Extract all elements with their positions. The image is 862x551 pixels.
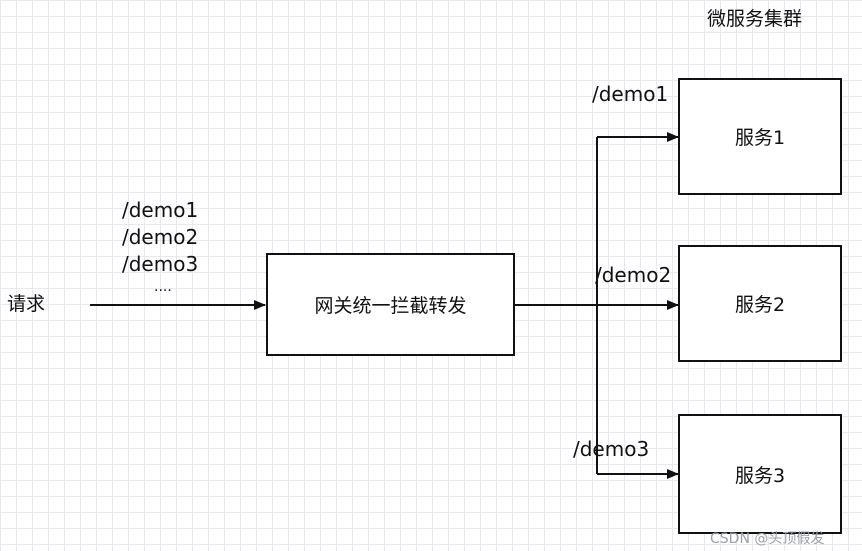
gateway-label: 网关统一拦截转发 — [314, 295, 467, 317]
incoming-route: /demo2 — [122, 225, 199, 249]
incoming-route: /demo3 — [122, 252, 199, 276]
service-label-2: 服务2 — [734, 294, 786, 316]
incoming-route-list: /demo1 /demo2 /demo3 .... — [122, 197, 198, 296]
branch-route-label-1: /demo1 — [592, 82, 669, 106]
service-box-1: 服务1 — [678, 78, 842, 195]
branch-route-label-3: /demo3 — [573, 437, 650, 461]
service-label-3: 服务3 — [734, 464, 786, 487]
branch-route-label-2: /demo2 — [595, 263, 672, 287]
service-box-2: 服务2 — [678, 245, 842, 362]
incoming-route: /demo1 — [122, 198, 199, 222]
watermark: CSDN @头顶假发 — [710, 531, 825, 547]
incoming-route-ellipsis: .... — [154, 279, 172, 295]
gateway-box: 网关统一拦截转发 — [266, 253, 515, 356]
cluster-title: 微服务集群 — [707, 8, 803, 30]
service-label-1: 服务1 — [734, 127, 786, 149]
service-box-3: 服务3 — [678, 414, 842, 534]
request-label: 请求 — [7, 293, 46, 315]
